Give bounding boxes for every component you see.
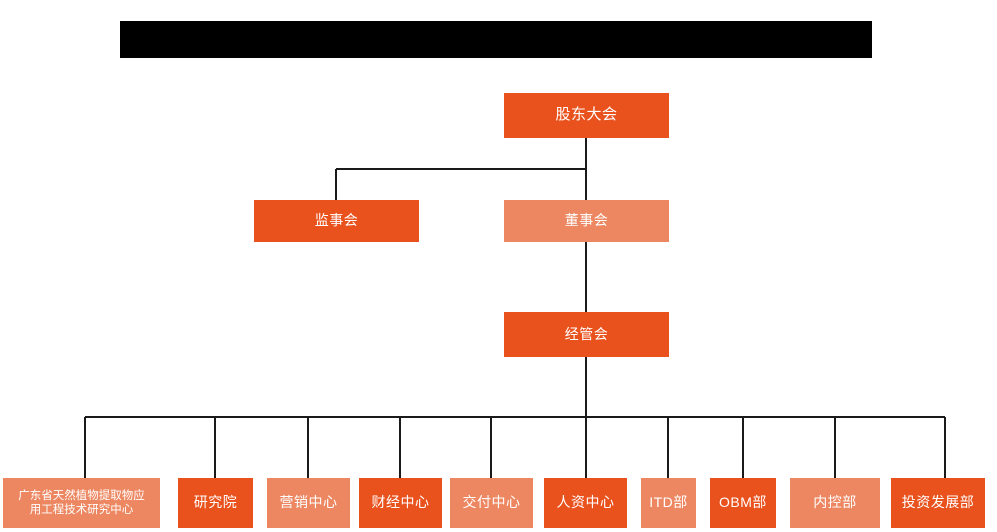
redacted-title-bar — [120, 21, 872, 58]
node-shareholders-meeting[interactable]: 股东大会 — [504, 93, 669, 138]
node-delivery-center[interactable]: 交付中心 — [450, 478, 533, 528]
node-itd-department[interactable]: ITD部 — [641, 478, 696, 528]
node-investment-development-department[interactable]: 投资发展部 — [891, 478, 985, 528]
node-management-committee[interactable]: 经管会 — [504, 312, 669, 357]
node-internal-control-department[interactable]: 内控部 — [790, 478, 880, 528]
node-guangdong-research-center[interactable]: 广东省天然植物提取物应 用工程技术研究中心 — [3, 478, 160, 528]
node-board-of-directors[interactable]: 董事会 — [504, 200, 669, 242]
node-marketing-center[interactable]: 营销中心 — [267, 478, 350, 528]
node-hr-center[interactable]: 人资中心 — [544, 478, 627, 528]
node-board-of-supervisors[interactable]: 监事会 — [254, 200, 419, 242]
node-obm-department[interactable]: OBM部 — [710, 478, 776, 528]
node-research-institute[interactable]: 研究院 — [178, 478, 253, 528]
node-finance-center[interactable]: 财经中心 — [359, 478, 442, 528]
